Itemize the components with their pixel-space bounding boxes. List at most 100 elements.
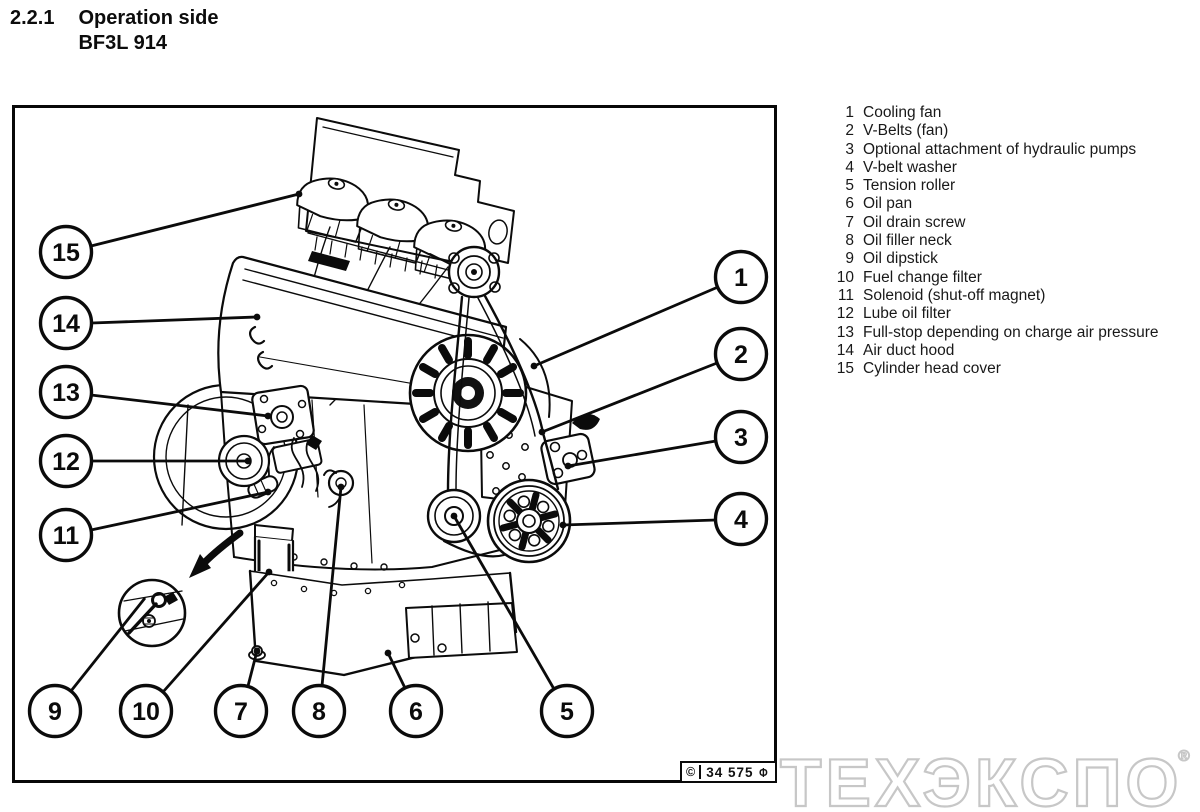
legend-item-label: Oil dipstick bbox=[863, 250, 938, 268]
legend-item-number: 12 bbox=[836, 305, 854, 323]
legend-item-7: 7 Oil drain screw bbox=[834, 214, 1159, 232]
callout-9-number: 9 bbox=[48, 698, 62, 726]
legend-item-label: Fuel change filter bbox=[863, 268, 982, 286]
legend-item-label: Air duct hood bbox=[863, 341, 955, 359]
fan-cowl-edge bbox=[519, 338, 551, 418]
callout-14-number: 14 bbox=[52, 310, 80, 338]
legend-item-number: 13 bbox=[836, 323, 854, 341]
legend-item-label: Optional attachment of hydraulic pumps bbox=[863, 140, 1137, 158]
legend-item-number: 2 bbox=[845, 122, 854, 140]
callouts: 15 14 13 12 11 1 2 3 4 9 10 7 8 6 5 bbox=[27, 224, 769, 739]
callout-2: 2 bbox=[713, 326, 769, 382]
cooling-fan bbox=[408, 333, 528, 453]
legend-item-label: V-Belts (fan) bbox=[863, 122, 949, 140]
legend-item-label: Oil drain screw bbox=[863, 213, 966, 231]
callout-3-number: 3 bbox=[734, 424, 748, 452]
callout-1: 1 bbox=[713, 249, 769, 305]
callout-8: 8 bbox=[291, 683, 347, 739]
legend-item-4: 4 V-belt washer bbox=[834, 159, 1159, 177]
legend-item-15: 15 Cylinder head cover bbox=[834, 360, 1159, 378]
legend-item-label: Tension roller bbox=[863, 177, 956, 195]
callout-3: 3 bbox=[713, 409, 769, 465]
callout-14: 14 bbox=[38, 295, 94, 351]
section-number: 2.2.1 bbox=[10, 7, 55, 29]
legend-item-label: Cooling fan bbox=[863, 104, 942, 121]
callout-6-number: 6 bbox=[409, 698, 423, 726]
legend-item-number: 1 bbox=[845, 104, 854, 121]
callout-15-number: 15 bbox=[52, 239, 80, 267]
injection-pump-cluster bbox=[251, 384, 323, 492]
diagram-frame: 15 14 13 12 11 1 2 3 4 9 10 7 8 6 5 © 34… bbox=[12, 105, 777, 783]
legend-item-number: 4 bbox=[845, 158, 854, 176]
legend-item-label: Oil pan bbox=[863, 195, 913, 213]
legend-item-number: 9 bbox=[845, 250, 854, 268]
engine-model: BF3L 914 bbox=[78, 32, 168, 54]
parts-legend: 1 Cooling fan 2 V-Belts (fan) 3 Optional at… bbox=[834, 104, 1159, 378]
legend-item-label: Lube oil filter bbox=[863, 305, 951, 323]
callout-8-number: 8 bbox=[312, 698, 326, 726]
legend-item-number: 5 bbox=[845, 177, 854, 195]
legend-item-label: V-belt washer bbox=[863, 158, 957, 176]
legend-item-11: 11 Solenoid (shut-off magnet) bbox=[834, 287, 1159, 305]
engine-illustration bbox=[117, 117, 600, 677]
callout-10: 10 bbox=[118, 683, 174, 739]
legend-item-number: 3 bbox=[845, 140, 854, 158]
callout-11: 11 bbox=[38, 507, 94, 563]
figure-mark: Φ bbox=[759, 764, 769, 780]
callout-13: 13 bbox=[38, 364, 94, 420]
callout-2-number: 2 bbox=[734, 341, 748, 369]
legend-item-1: 1 Cooling fan bbox=[834, 104, 1159, 122]
legend-item-number: 10 bbox=[836, 268, 854, 286]
callout-15: 15 bbox=[38, 224, 94, 280]
page-heading: 2.2.1 Operation side BF3L 914 bbox=[10, 6, 219, 56]
copyright-symbol: © bbox=[682, 765, 702, 779]
page-title: Operation side bbox=[78, 7, 219, 29]
legend-item-label: Solenoid (shut-off magnet) bbox=[863, 286, 1046, 304]
callout-6: 6 bbox=[388, 683, 444, 739]
legend-item-6: 6 Oil pan bbox=[834, 195, 1159, 213]
legend-item-2: 2 V-Belts (fan) bbox=[834, 122, 1159, 140]
legend-item-label: Cylinder head cover bbox=[863, 360, 1001, 378]
legend-item-12: 12 Lube oil filter bbox=[834, 305, 1159, 323]
callout-12-number: 12 bbox=[52, 448, 80, 476]
figure-number: 34 575 bbox=[706, 764, 754, 780]
legend-item-number: 15 bbox=[836, 360, 854, 378]
legend-item-8: 8 Oil filler neck bbox=[834, 232, 1159, 250]
legend-item-number: 6 bbox=[845, 195, 854, 213]
figure-number-label: © 34 575 Φ bbox=[680, 761, 777, 783]
callout-10-number: 10 bbox=[132, 698, 160, 726]
callout-12: 12 bbox=[38, 433, 94, 489]
legend-item-5: 5 Tension roller bbox=[834, 177, 1159, 195]
legend-item-10: 10 Fuel change filter bbox=[834, 269, 1159, 287]
arrow-icon bbox=[189, 529, 244, 578]
legend-item-14: 14 Air duct hood bbox=[834, 342, 1159, 360]
callout-5: 5 bbox=[539, 683, 595, 739]
legend-item-number: 8 bbox=[845, 232, 854, 250]
v-belts bbox=[442, 294, 560, 558]
callout-11-number: 11 bbox=[53, 522, 80, 550]
legend-item-3: 3 Optional attachment of hydraulic pumps bbox=[834, 141, 1159, 159]
generator bbox=[429, 245, 501, 299]
legend-item-9: 9 Oil dipstick bbox=[834, 250, 1159, 268]
watermark-registered-mark: ® bbox=[1177, 747, 1190, 765]
watermark: ТЕХЭКСПО bbox=[779, 744, 1183, 812]
callout-4: 4 bbox=[713, 491, 769, 547]
callout-7: 7 bbox=[213, 683, 269, 739]
legend-item-number: 7 bbox=[845, 213, 854, 231]
legend-item-label: Full-stop depending on charge air pressu… bbox=[863, 323, 1159, 341]
leader-lines bbox=[69, 190, 719, 693]
v-belt-washer-pulley bbox=[486, 478, 572, 564]
callout-13-number: 13 bbox=[52, 379, 80, 407]
legend-item-number: 11 bbox=[837, 286, 854, 304]
legend-item-label: Oil filler neck bbox=[863, 232, 952, 250]
legend-item-number: 14 bbox=[836, 341, 854, 359]
callout-7-number: 7 bbox=[234, 698, 248, 726]
dipstick-inset bbox=[117, 578, 187, 648]
hydraulic-pump-bracket bbox=[540, 432, 596, 486]
callout-5-number: 5 bbox=[560, 698, 574, 726]
callout-1-number: 1 bbox=[734, 264, 748, 292]
engine-diagram: 15 14 13 12 11 1 2 3 4 9 10 7 8 6 5 bbox=[27, 117, 769, 739]
callout-9: 9 bbox=[27, 683, 83, 739]
legend-item-13: 13 Full-stop depending on charge air pres… bbox=[834, 324, 1159, 342]
